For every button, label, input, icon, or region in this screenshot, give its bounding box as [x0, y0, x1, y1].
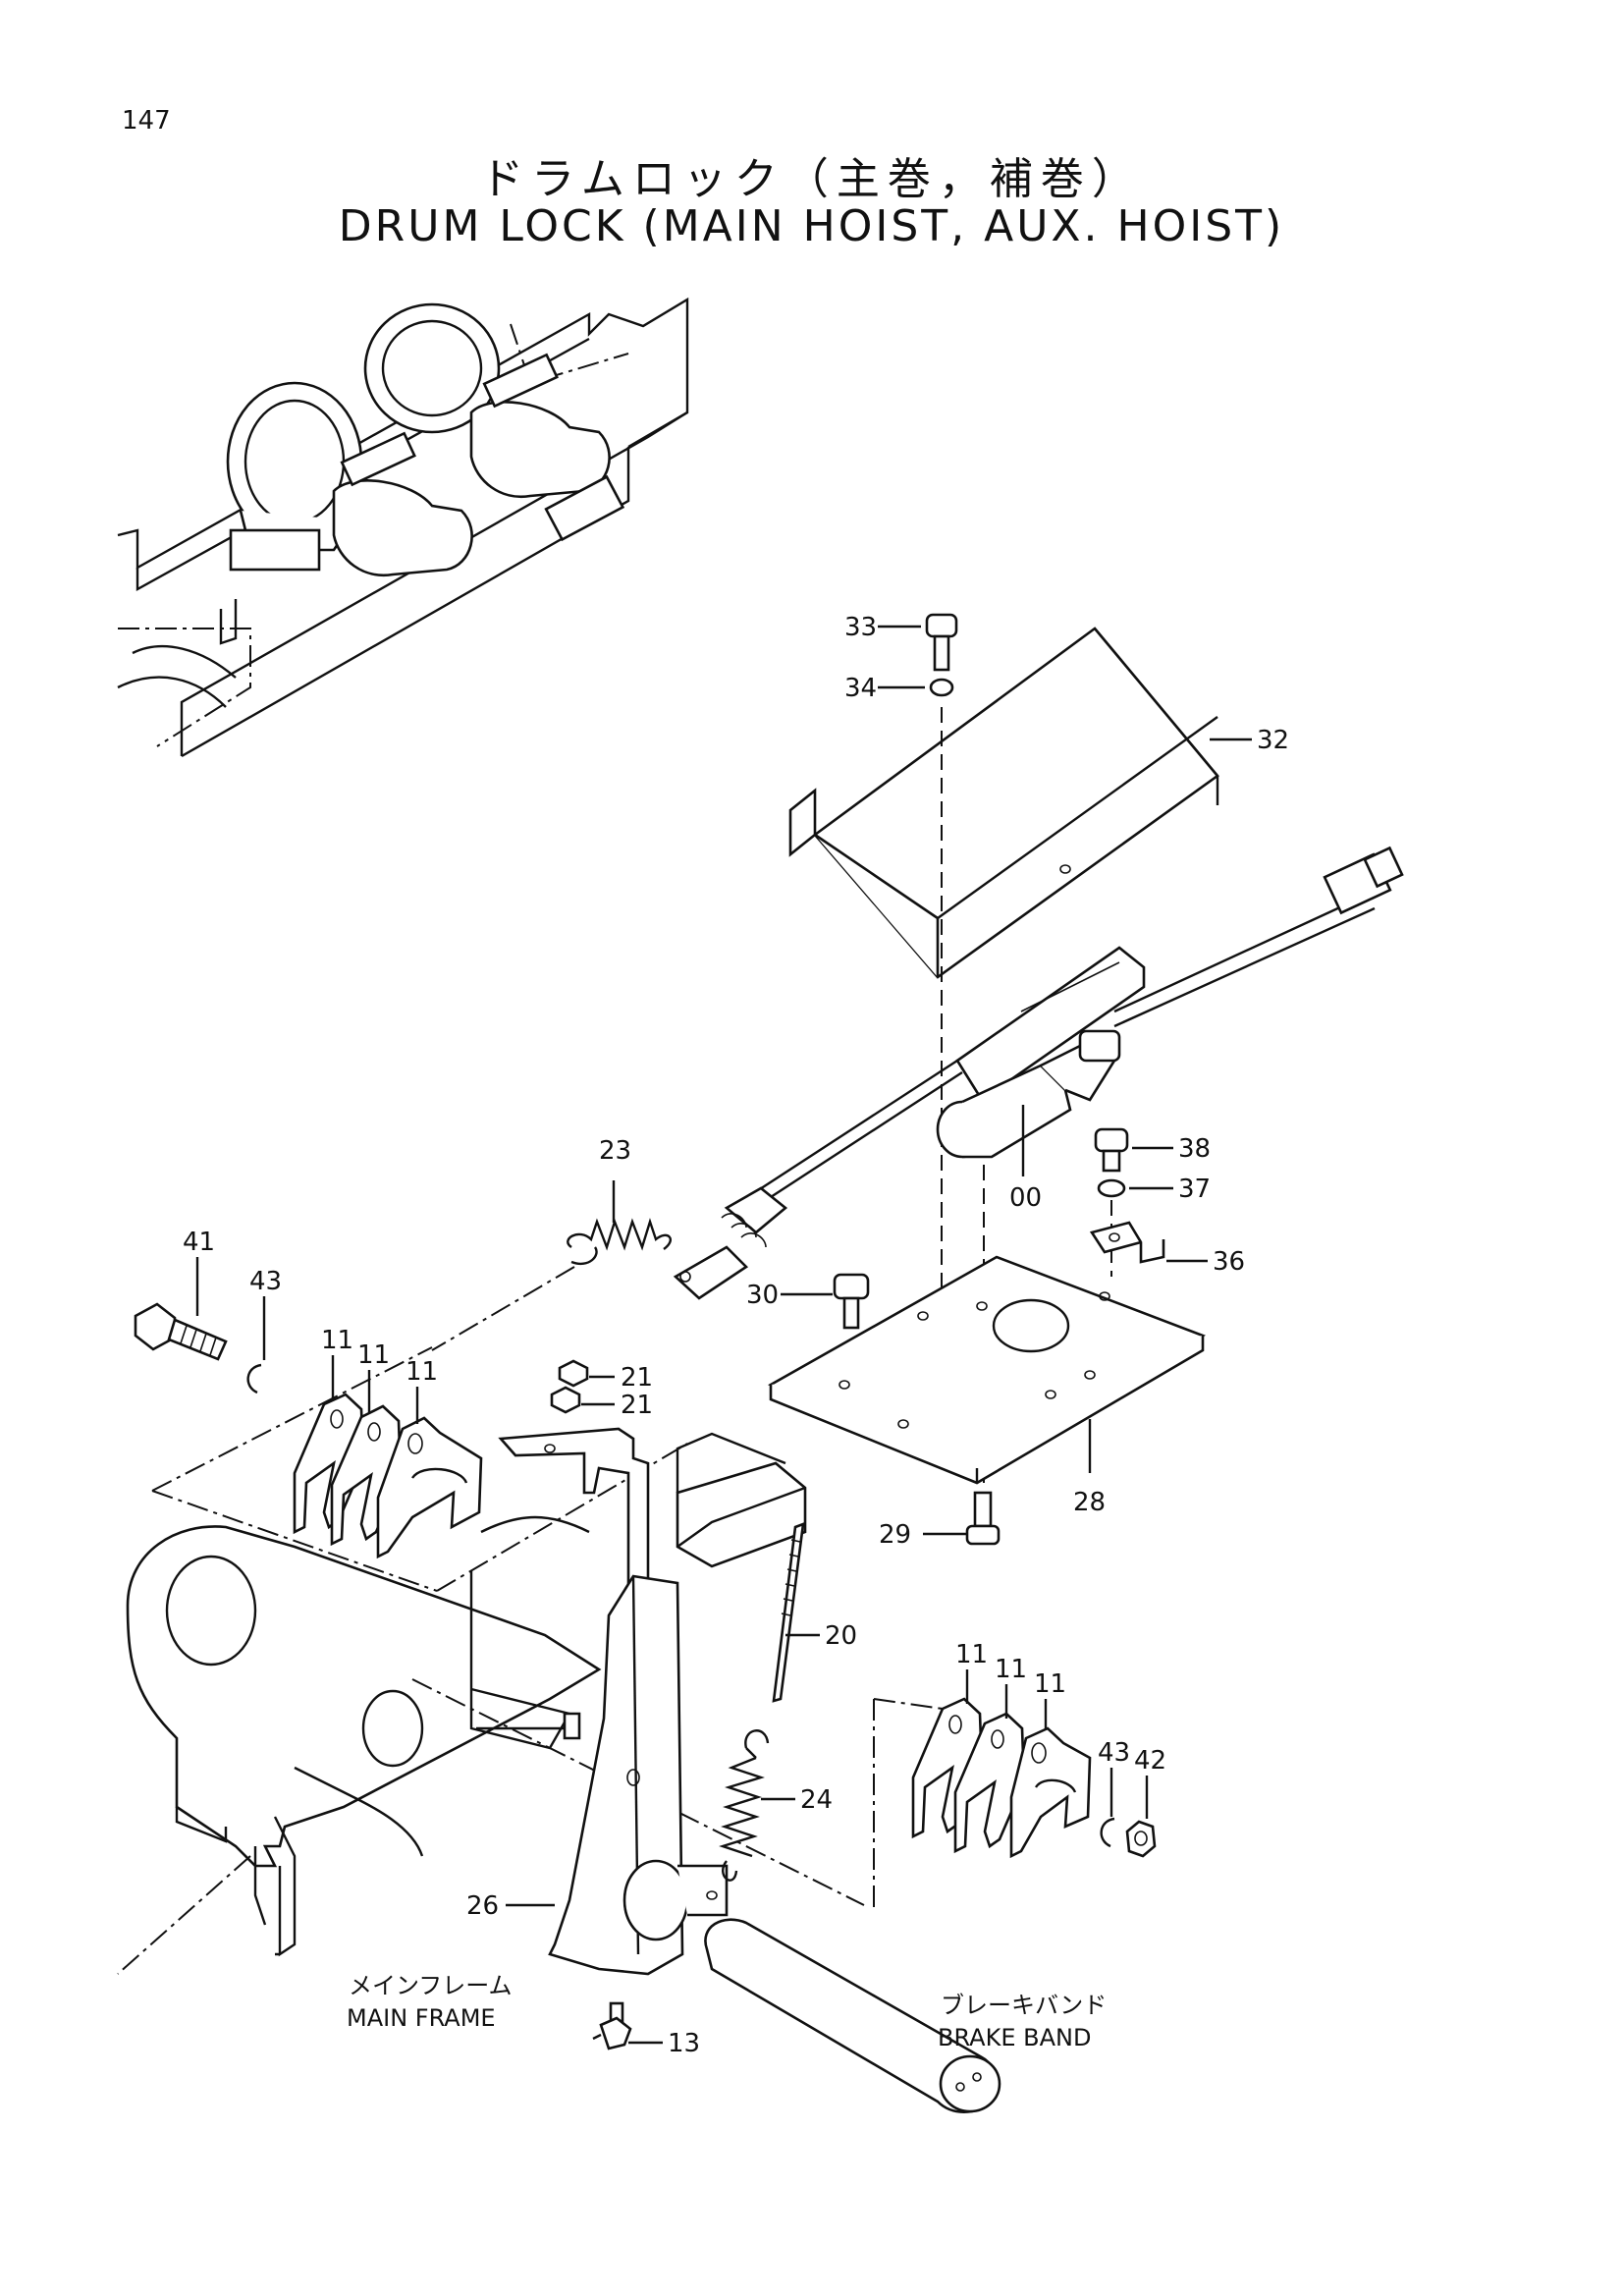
- grease-fitting-13: [592, 2001, 632, 2050]
- main-frame: [117, 1346, 865, 1975]
- page-title-english: DRUM LOCK (MAIN HOIST, AUX. HOIST): [338, 201, 1285, 251]
- bolt-33: [925, 613, 958, 672]
- overview-drum-assembly: [117, 297, 689, 758]
- callout-21a: 21: [621, 1363, 653, 1393]
- callout-37: 37: [1178, 1175, 1211, 1204]
- callout-23: 23: [599, 1136, 631, 1166]
- callout-11d: 11: [955, 1640, 988, 1669]
- callout-11c: 11: [406, 1357, 438, 1387]
- callout-36: 36: [1213, 1247, 1245, 1277]
- callout-34: 34: [844, 674, 877, 703]
- callout-13: 13: [668, 2029, 700, 2058]
- spring-24: [719, 1729, 770, 1882]
- callout-21b: 21: [621, 1391, 653, 1420]
- area-captions: メインフレーム MAIN FRAME ブレーキバンド BRAKE BAND: [347, 1972, 1107, 2051]
- nut-21b: [550, 1386, 581, 1414]
- nut-42: [1125, 1820, 1157, 1858]
- leader-lines: [195, 625, 1252, 2045]
- bolt-38: [1094, 1127, 1129, 1173]
- callout-26: 26: [466, 1891, 499, 1921]
- callout-11f: 11: [1034, 1669, 1066, 1699]
- lock-pawl-left-group: [293, 1393, 483, 1559]
- lock-pawl-right-group: [873, 1697, 1092, 1910]
- nut-21a: [558, 1359, 589, 1388]
- callout-00: 00: [1009, 1183, 1042, 1213]
- callout-30: 30: [746, 1281, 779, 1310]
- lever-26: [548, 1574, 729, 1976]
- snap-ring-43b: [1100, 1817, 1115, 1848]
- callout-11e: 11: [995, 1655, 1027, 1684]
- page-number: 147: [122, 106, 171, 136]
- page-title-japanese: ドラムロック（主巻，補巻）: [480, 154, 1143, 204]
- callout-43b: 43: [1098, 1738, 1130, 1768]
- callout-20: 20: [825, 1621, 857, 1651]
- washer-37: [1097, 1178, 1126, 1198]
- callout-43a: 43: [249, 1267, 282, 1296]
- part-callouts: 33 34 32 38 37 00 36 23 41 43 11 11 11 3…: [183, 613, 1289, 2058]
- rod-20: [772, 1522, 805, 1703]
- caption-brake-band-jp: ブレーキバンド: [941, 1992, 1107, 2019]
- bracket-assembly: [498, 1427, 807, 1598]
- callout-42: 42: [1134, 1746, 1166, 1776]
- callout-24: 24: [800, 1785, 833, 1815]
- bolt-41: [134, 1302, 228, 1361]
- callout-28: 28: [1073, 1488, 1106, 1517]
- bolt-30: [833, 1273, 870, 1330]
- spring-23: [431, 1218, 672, 1351]
- base-plate: [768, 1255, 1206, 1485]
- actuator-motor-00: [936, 846, 1404, 1159]
- callout-41: 41: [183, 1228, 215, 1257]
- caption-main-frame-jp: メインフレーム: [349, 1972, 513, 1999]
- snap-ring-43a: [246, 1363, 262, 1394]
- cover-plate: [788, 627, 1219, 979]
- callout-11b: 11: [357, 1340, 390, 1370]
- callout-33: 33: [844, 613, 877, 642]
- clamp-36: [1089, 1221, 1165, 1264]
- callout-38: 38: [1178, 1134, 1211, 1164]
- bolt-29: [965, 1491, 1001, 1546]
- callout-32: 32: [1257, 726, 1289, 755]
- washer-34: [929, 678, 954, 697]
- callout-29: 29: [879, 1520, 911, 1550]
- caption-brake-band-en: BRAKE BAND: [938, 2024, 1091, 2051]
- callout-11a: 11: [321, 1326, 353, 1355]
- control-cable: [673, 1059, 963, 1300]
- caption-main-frame-en: MAIN FRAME: [347, 2004, 496, 2032]
- brake-band-pin: [704, 1918, 1001, 2113]
